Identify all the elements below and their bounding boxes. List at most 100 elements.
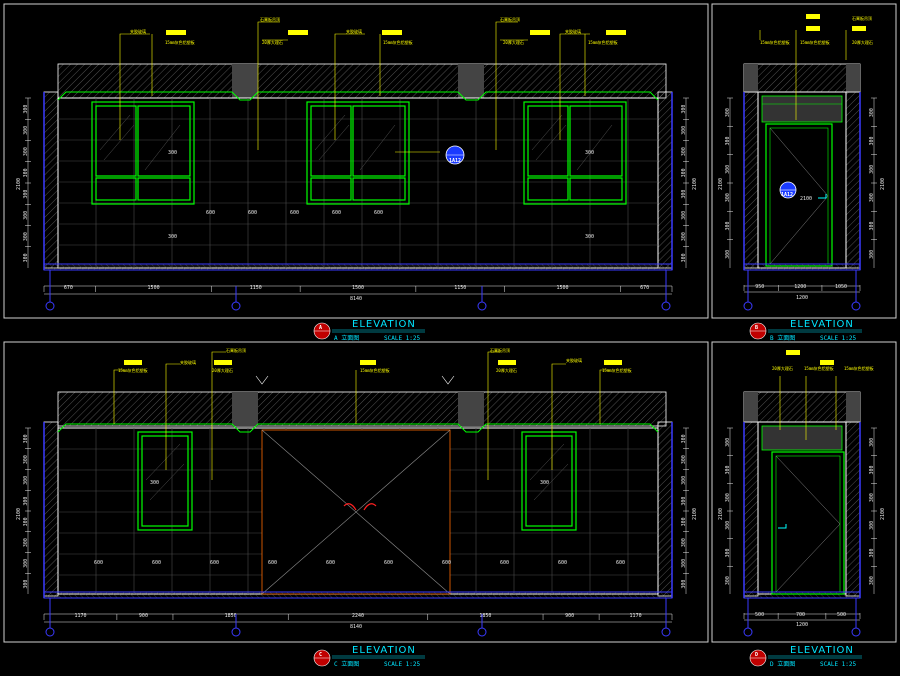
elev-c-r-side-dim: 300 [681,559,687,568]
title-block-d: D ELEVATION D 立面图 SCALE 1:25 [749,645,862,668]
svg-text:20厚大理石: 20厚大理石 [852,39,873,45]
svg-text:石膏板吊顶: 石膏板吊顶 [852,15,872,21]
elevation-a: 夹胶玻璃 石膏板吊顶 15mm灰色铝塑板 20厚大理石 夹胶玻璃 15mm灰色铝… [16,16,698,311]
svg-text:夹胶玻璃: 夹胶玻璃 [130,28,146,34]
svg-text:2100: 2100 [718,508,724,520]
elev-a-bottom-dim: 1500 [556,285,568,291]
elev-c-bottom-dim: 900 [139,613,148,619]
elev-a-l-side-dim: 300 [23,190,29,199]
elev-b-r-side-dim: 300 [869,193,875,202]
elev-c-bottom-dim: 2240 [352,613,364,619]
elev-c-bottom-dim: 1850 [479,613,491,619]
svg-text:石膏板吊顶: 石膏板吊顶 [490,347,510,353]
elev-c-tile-dim: 600 [326,560,335,566]
svg-text:15mm灰色铝塑板: 15mm灰色铝塑板 [118,367,148,373]
elev-b-l-side-dim: 300 [725,193,731,202]
elev-a-l-side-dim: 300 [23,211,29,220]
svg-text:1200: 1200 [796,295,808,301]
elevation-b: 1A12 15mm灰色铝塑板 15mm灰色铝塑板 石膏板吊顶 20厚大理石 21… [718,14,886,311]
panel-frame-c [3,341,709,643]
elev-c-l-side-dim: 300 [23,476,29,485]
svg-text:20厚大理石: 20厚大理石 [212,367,233,373]
elev-a-tile-dim: 600 [290,210,299,216]
elev-b-r-side-dim: 300 [869,165,875,174]
subtitle-b: B 立面图 [770,334,795,342]
title-badge-a: A [319,325,322,331]
elev-b-bottom-dim: 950 [755,284,764,290]
svg-text:300: 300 [168,234,177,240]
svg-text:20厚大理石: 20厚大理石 [262,39,283,45]
elev-b-l-side-dim: 300 [725,165,731,174]
elev-a-l-side-dim: 300 [23,168,29,177]
subtitle-d: D 立面图 [770,660,795,668]
elev-a-bottom-dim: 670 [64,285,73,291]
svg-text:15mm灰色铝塑板: 15mm灰色铝塑板 [383,39,413,45]
elev-a-tile-dim: 600 [248,210,257,216]
title-block-b: B ELEVATION B 立面图 SCALE 1:25 [749,319,862,342]
svg-text:8140: 8140 [350,296,362,302]
svg-text:夹胶玻璃: 夹胶玻璃 [346,28,362,34]
svg-text:15mm灰色铝塑板: 15mm灰色铝塑板 [760,39,790,45]
svg-text:2100: 2100 [692,508,698,520]
elev-c-tile-dim: 600 [500,560,509,566]
elev-c-tile-dim: 600 [384,560,393,566]
scale-d: SCALE 1:25 [820,661,857,668]
panel-frame-a [3,3,709,319]
elev-a-r-side-dim: 300 [681,168,687,177]
elev-c-l-side-dim: 300 [23,559,29,568]
elev-c-tile-dim: 600 [558,560,567,566]
elev-a-bottom-dim: 670 [640,285,649,291]
elev-a-bottom-dim: 1150 [454,285,466,291]
section-marker-a: 1A12 [449,158,461,164]
svg-text:300: 300 [150,480,159,486]
svg-text:300: 300 [585,234,594,240]
subtitle-a: A 立面图 [334,334,359,342]
svg-text:2100: 2100 [692,178,698,190]
elev-a-bottom-dim: 1150 [250,285,262,291]
elev-d-r-side-dim: 300 [869,548,875,557]
elev-c-r-side-dim: 300 [681,538,687,547]
scale-c: SCALE 1:25 [384,661,421,668]
elev-c-l-side-dim: 300 [23,517,29,526]
scale-b: SCALE 1:25 [820,335,857,342]
section-marker-b: 1A12 [781,192,793,198]
svg-text:石膏板吊顶: 石膏板吊顶 [500,16,520,22]
title-b: ELEVATION [790,319,854,330]
elev-c-r-side-dim: 300 [681,434,687,443]
elev-d-l-side-dim: 300 [725,438,731,447]
svg-text:夹胶玻璃: 夹胶玻璃 [566,357,582,363]
elev-c-bottom-dim: 1170 [630,613,642,619]
svg-text:20厚大理石: 20厚大理石 [496,367,517,373]
elev-d-r-side-dim: 300 [869,465,875,474]
elev-b-l-side-dim: 300 [725,250,731,259]
elev-c-r-side-dim: 300 [681,517,687,526]
svg-text:8140: 8140 [350,624,362,630]
title-badge-b: B [755,325,758,331]
title-a: ELEVATION [352,319,416,330]
elev-a-tile-dim: 600 [374,210,383,216]
svg-text:1200: 1200 [796,622,808,628]
svg-text:2100: 2100 [880,178,886,190]
elev-d-bottom-dim: 500 [837,612,846,618]
elev-c-bottom-dim: 1170 [74,613,86,619]
elev-a-r-side-dim: 300 [681,147,687,156]
scale-a: SCALE 1:25 [384,335,421,342]
elev-a-r-side-dim: 300 [681,253,687,262]
elev-c-r-side-dim: 300 [681,497,687,506]
svg-text:20厚大理石: 20厚大理石 [772,365,793,371]
elev-a-r-side-dim: 300 [681,105,687,114]
elev-d-l-side-dim: 300 [725,548,731,557]
elev-a-l-side-dim: 300 [23,232,29,241]
elev-a-l-side-dim: 300 [23,147,29,156]
elevation-c: 15mm灰色铝塑板 夹胶玻璃 石膏板吊顶 20厚大理石 15mm灰色铝塑板 石膏… [16,347,698,637]
elev-c-l-side-dim: 300 [23,497,29,506]
svg-text:15mm灰色铝塑板: 15mm灰色铝塑板 [588,39,618,45]
elev-a-r-side-dim: 300 [681,211,687,220]
elev-b-l-side-dim: 300 [725,221,731,230]
elev-c-r-side-dim: 300 [681,455,687,464]
svg-text:2100: 2100 [16,508,22,520]
elev-b-bottom-dim: 1200 [794,284,806,290]
elev-b-r-side-dim: 300 [869,221,875,230]
elev-c-r-side-dim: 300 [681,580,687,589]
svg-text:15mm灰色铝塑板: 15mm灰色铝塑板 [165,39,195,45]
